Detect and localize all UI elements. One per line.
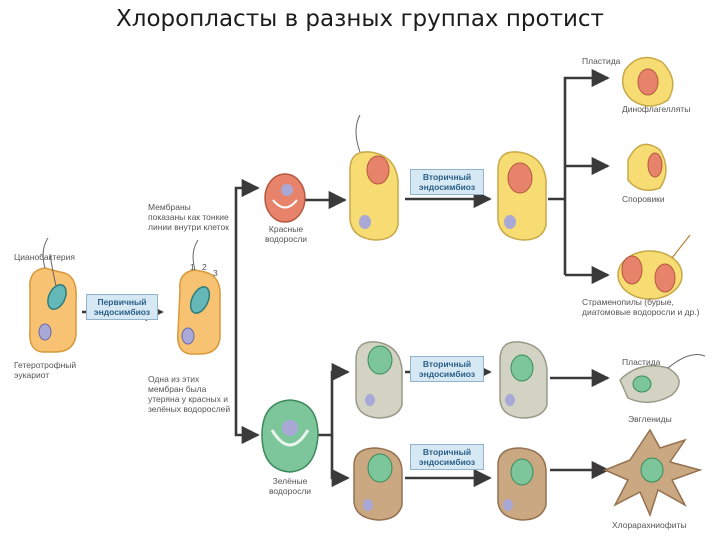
membrane-number-3: 3 — [213, 268, 218, 278]
secondary-endosymbiosis-green-box-2: Вторичный эндосимбиоз — [410, 444, 484, 470]
arrow-green-to-host-2 — [330, 435, 350, 488]
euglena-cell — [619, 354, 706, 404]
chlorarachniophyte-cell — [603, 428, 703, 518]
stramenopiles-label: Страменопилы (бурые, диатомовые водоросл… — [582, 297, 700, 317]
arrow-to-dinoflagellates — [563, 68, 610, 275]
euglenids-label: Эвглениды — [628, 414, 672, 424]
cyanobacterium-icon — [47, 253, 67, 311]
secondary-endosymbiosis-red-box: Вторичный эндосимбиоз — [410, 169, 484, 195]
host-cell-brown-before — [353, 447, 403, 521]
primary-cell — [177, 239, 221, 355]
red-algae-label: Красные водоросли — [264, 224, 308, 244]
sporozoan-cell — [627, 143, 667, 191]
plastid-label-euglena: Пластида — [622, 357, 661, 367]
page-title: Хлоропласты в разных группах протист — [116, 6, 604, 32]
green-alga-cell — [261, 399, 319, 473]
red-alga-cell — [264, 173, 306, 223]
sporozoa-label: Споровики — [622, 194, 665, 204]
heterotroph-label: Гетеротрофный эукариот — [14, 360, 77, 380]
host-cell-green-after — [499, 341, 548, 419]
host-cell-red-after — [497, 151, 547, 241]
membrane-number-1: 1 — [190, 262, 195, 272]
host-cell-brown-after — [497, 447, 547, 521]
arrow-to-green-algae — [234, 312, 260, 445]
membranes-note: Мембраны показаны как тонкие линии внутр… — [148, 202, 229, 232]
cyanobacterium-label: Цианобактерия — [14, 252, 76, 262]
arrows — [82, 68, 610, 488]
dinoflagellate-cell — [621, 56, 674, 107]
lost-membrane-note: Одна из этих мембран была утеряна у крас… — [148, 374, 231, 414]
dinoflagellates-label: Динофлагелляты — [622, 104, 691, 114]
host-cell-green-before — [355, 341, 403, 419]
plastid-label-top: Пластида — [582, 56, 621, 66]
chlorarachniophytes-label: Хлорарахниофиты — [612, 520, 687, 530]
stramenopile-cell — [617, 234, 691, 300]
membrane-number-2: 2 — [202, 262, 207, 272]
host-cell-red-before — [349, 114, 399, 241]
green-algae-label: Зелёные водоросли — [268, 476, 312, 496]
arrow-to-red-algae — [234, 178, 260, 312]
primary-endosymbiosis-box: Первичный эндосимбиоз — [86, 294, 158, 320]
arrow-green-to-host-1 — [316, 362, 350, 437]
secondary-endosymbiosis-green-box-1: Вторичный эндосимбиоз — [410, 356, 484, 382]
